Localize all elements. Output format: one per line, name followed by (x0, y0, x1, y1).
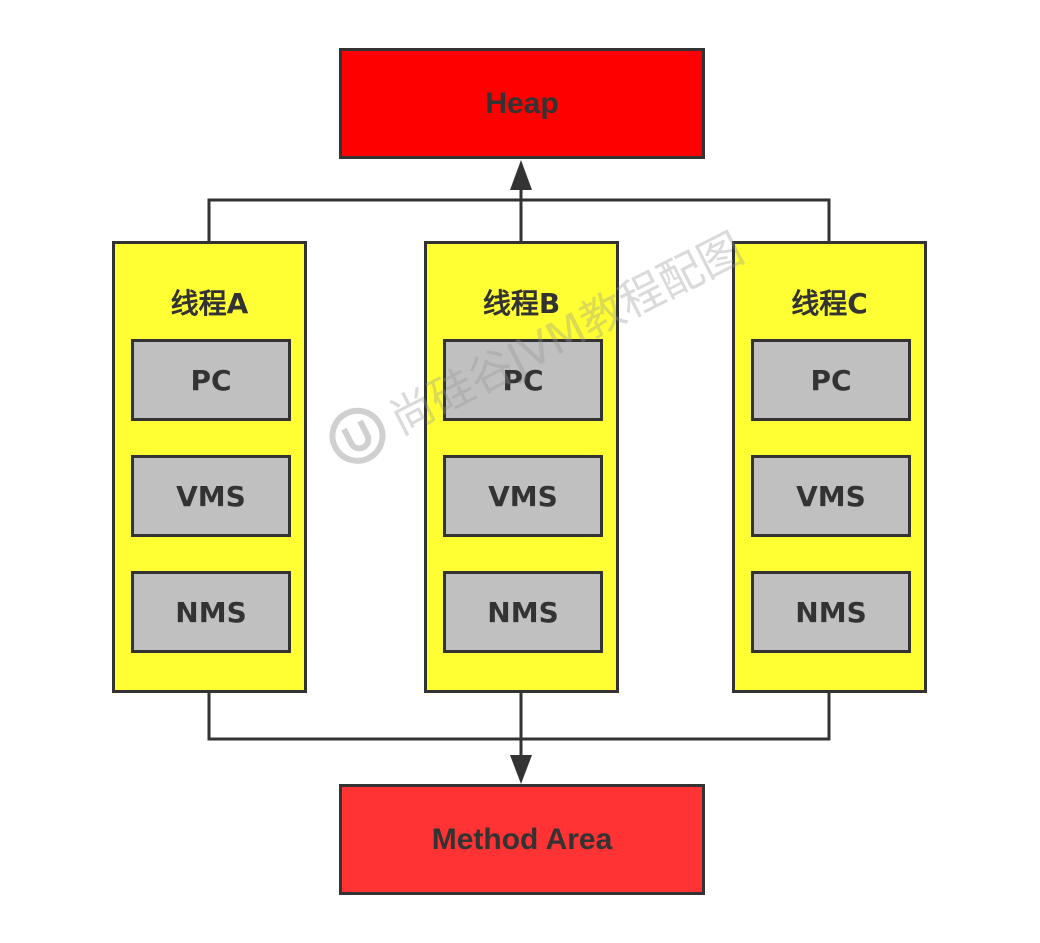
method-area-label: Method Area (431, 822, 613, 856)
thread-a-vms: VMS (131, 455, 291, 537)
thread-a-pc: PC (131, 339, 291, 421)
heap-box: Heap (339, 48, 705, 159)
thread-c-title: 线程C (791, 287, 868, 320)
thread-b-vms: VMS (443, 455, 603, 537)
thread-b-box: 线程B PC VMS NMS (424, 241, 619, 693)
method-area-arrowhead (510, 755, 532, 784)
heap-connector-left (207, 198, 831, 241)
thread-c-nms: NMS (751, 571, 911, 653)
thread-c-pc: PC (751, 339, 911, 421)
method-area-connector (207, 693, 831, 741)
watermark: 尚硅谷JVM教程配图 (318, 213, 753, 477)
thread-b-pc: PC (443, 339, 603, 421)
thread-c-vms: VMS (751, 455, 911, 537)
thread-a-title: 线程A (170, 287, 249, 320)
watermark-logo-icon (329, 407, 386, 464)
thread-c-box: 线程C PC VMS NMS (732, 241, 927, 693)
heap-label: Heap (485, 86, 559, 120)
thread-b-nms: NMS (443, 571, 603, 653)
method-area-box: Method Area (339, 784, 705, 895)
thread-a-nms: NMS (131, 571, 291, 653)
heap-arrowhead (510, 160, 532, 190)
thread-b-title: 线程B (482, 287, 561, 320)
thread-a-box: 线程A PC VMS NMS (112, 241, 307, 693)
